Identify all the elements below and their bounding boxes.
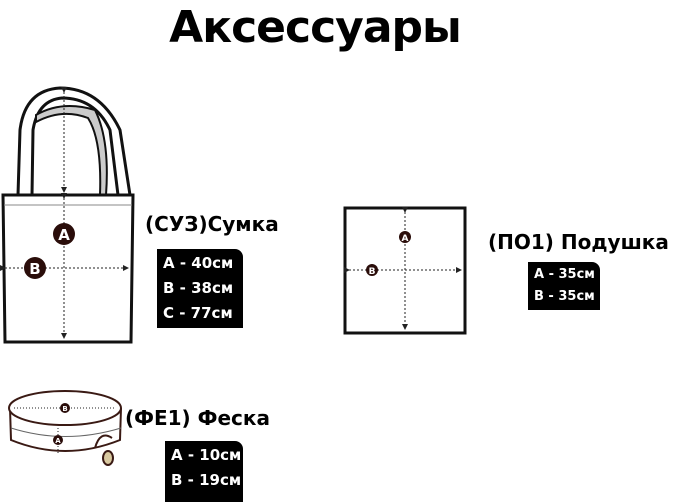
bag-label: (СУЗ)Сумка	[145, 212, 279, 236]
page-title: Аксессуары	[169, 2, 462, 53]
fez-dimensions: A - 10см B - 19см	[165, 441, 243, 502]
svg-text:A: A	[55, 437, 61, 445]
svg-text:B: B	[62, 405, 67, 413]
dim-a: A - 10см	[171, 446, 242, 464]
bag-dimensions: A - 40см B - 38см C - 77см	[157, 249, 243, 328]
dim-b: B - 38см	[163, 279, 234, 297]
pillow-label: (ПО1) Подушка	[488, 230, 669, 254]
dim-a: A - 40см	[163, 254, 234, 272]
marker-a: A	[58, 226, 70, 244]
svg-text:A: A	[402, 234, 409, 244]
fez-illustration: B A	[8, 390, 122, 466]
svg-text:B: B	[369, 267, 376, 277]
dim-c: C - 77см	[163, 304, 233, 322]
bag-illustration: A B	[0, 86, 135, 344]
fez-label: (ФЕ1) Феска	[125, 406, 270, 430]
dim-b: B - 35см	[534, 289, 595, 304]
pillow-illustration: A B	[343, 206, 467, 335]
dim-b: B - 19см	[171, 471, 242, 489]
pillow-dimensions: A - 35см B - 35см	[528, 262, 600, 310]
dim-a: A - 35см	[534, 267, 595, 282]
marker-b: B	[29, 260, 40, 278]
